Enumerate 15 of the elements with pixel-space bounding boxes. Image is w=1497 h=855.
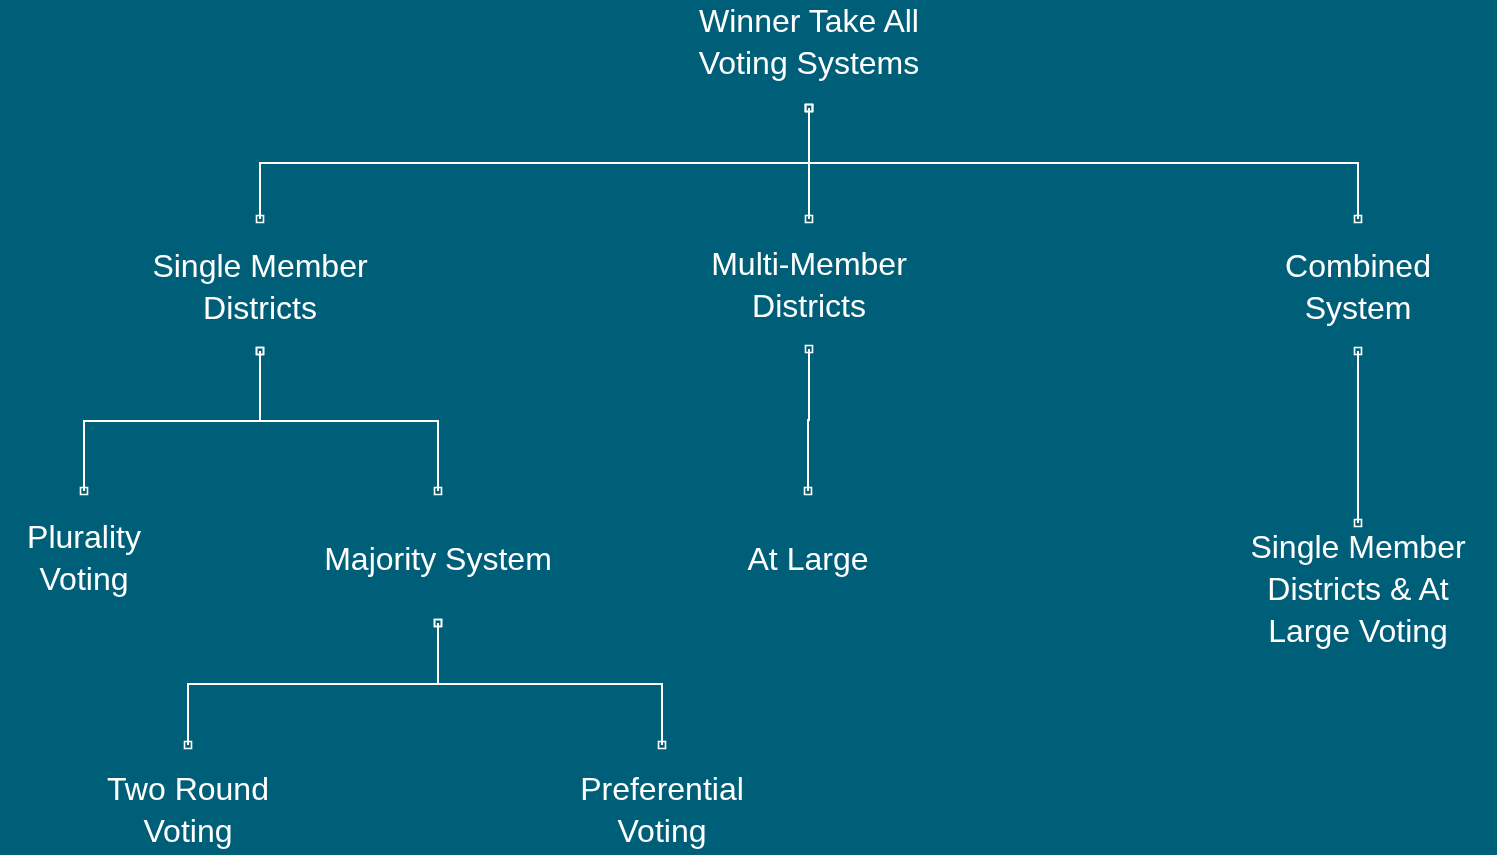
connector-line: [1353, 346, 1363, 528]
node-label: Winner Take All Voting Systems: [664, 0, 954, 108]
connector-line: [804, 103, 1363, 224]
node-label: Combined System: [1268, 219, 1448, 351]
node-label: Plurality Voting: [4, 491, 164, 600]
connector-line: [803, 344, 814, 496]
node-label: Majority System: [278, 491, 598, 623]
connector-line: [433, 618, 667, 750]
connector-line: [255, 346, 443, 496]
node-label: At Large: [708, 491, 908, 580]
node-label: Single Member Districts: [130, 219, 390, 351]
node-label: Single Member Districts & At Large Voting: [1228, 523, 1488, 652]
node-label: Multi-Member Districts: [689, 219, 929, 349]
node-label: Preferential Voting: [552, 745, 772, 852]
node-label: Two Round Voting: [88, 745, 288, 852]
